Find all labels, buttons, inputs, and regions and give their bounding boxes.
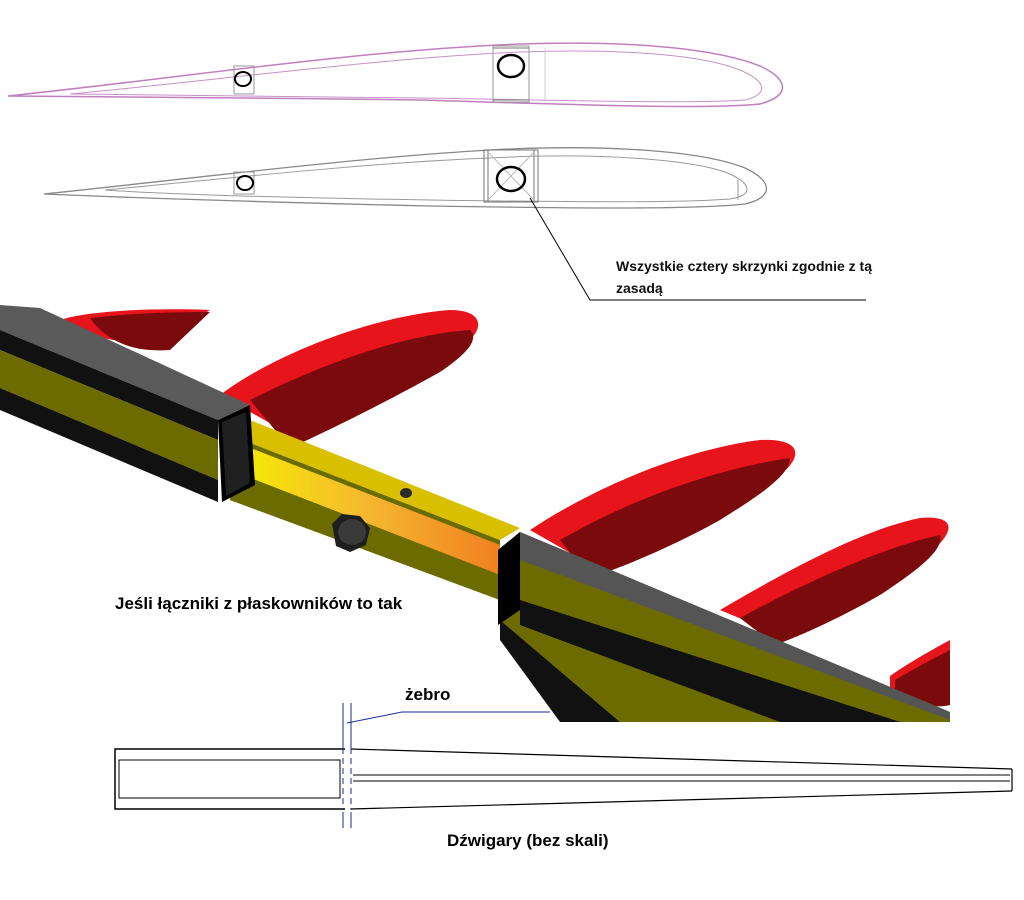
connector-bar (230, 420, 520, 600)
spar-box-right (498, 532, 950, 722)
rib-2 (220, 310, 479, 448)
bolt-end-icon (400, 488, 412, 498)
rib-4 (720, 517, 949, 645)
box-note-line-1: Wszystkie cztery skrzynki zgodnie z tą (616, 258, 872, 274)
rib-5 (890, 640, 950, 707)
box-note: Wszystkie cztery skrzynki zgodnie z tą z… (616, 255, 872, 299)
spar-box-left (0, 305, 255, 502)
rib-label: żebro (405, 685, 451, 704)
leader-line (529, 197, 866, 301)
rib-marker (342, 703, 550, 828)
airfoil-section-bottom (43, 147, 767, 209)
box-note-line-2: zasadą (616, 280, 663, 296)
connector-caption: Jeśli łączniki z płaskowników to tak (115, 594, 403, 613)
rib-1 (60, 309, 210, 351)
spars-caption: Dźwigary (bez skali) (447, 831, 609, 850)
bolt-head-icon (332, 514, 370, 552)
spar-schematic (114, 748, 1013, 810)
rib-3 (530, 439, 796, 578)
airfoil-section-top (7, 42, 783, 108)
wing-3d-render (0, 305, 950, 722)
